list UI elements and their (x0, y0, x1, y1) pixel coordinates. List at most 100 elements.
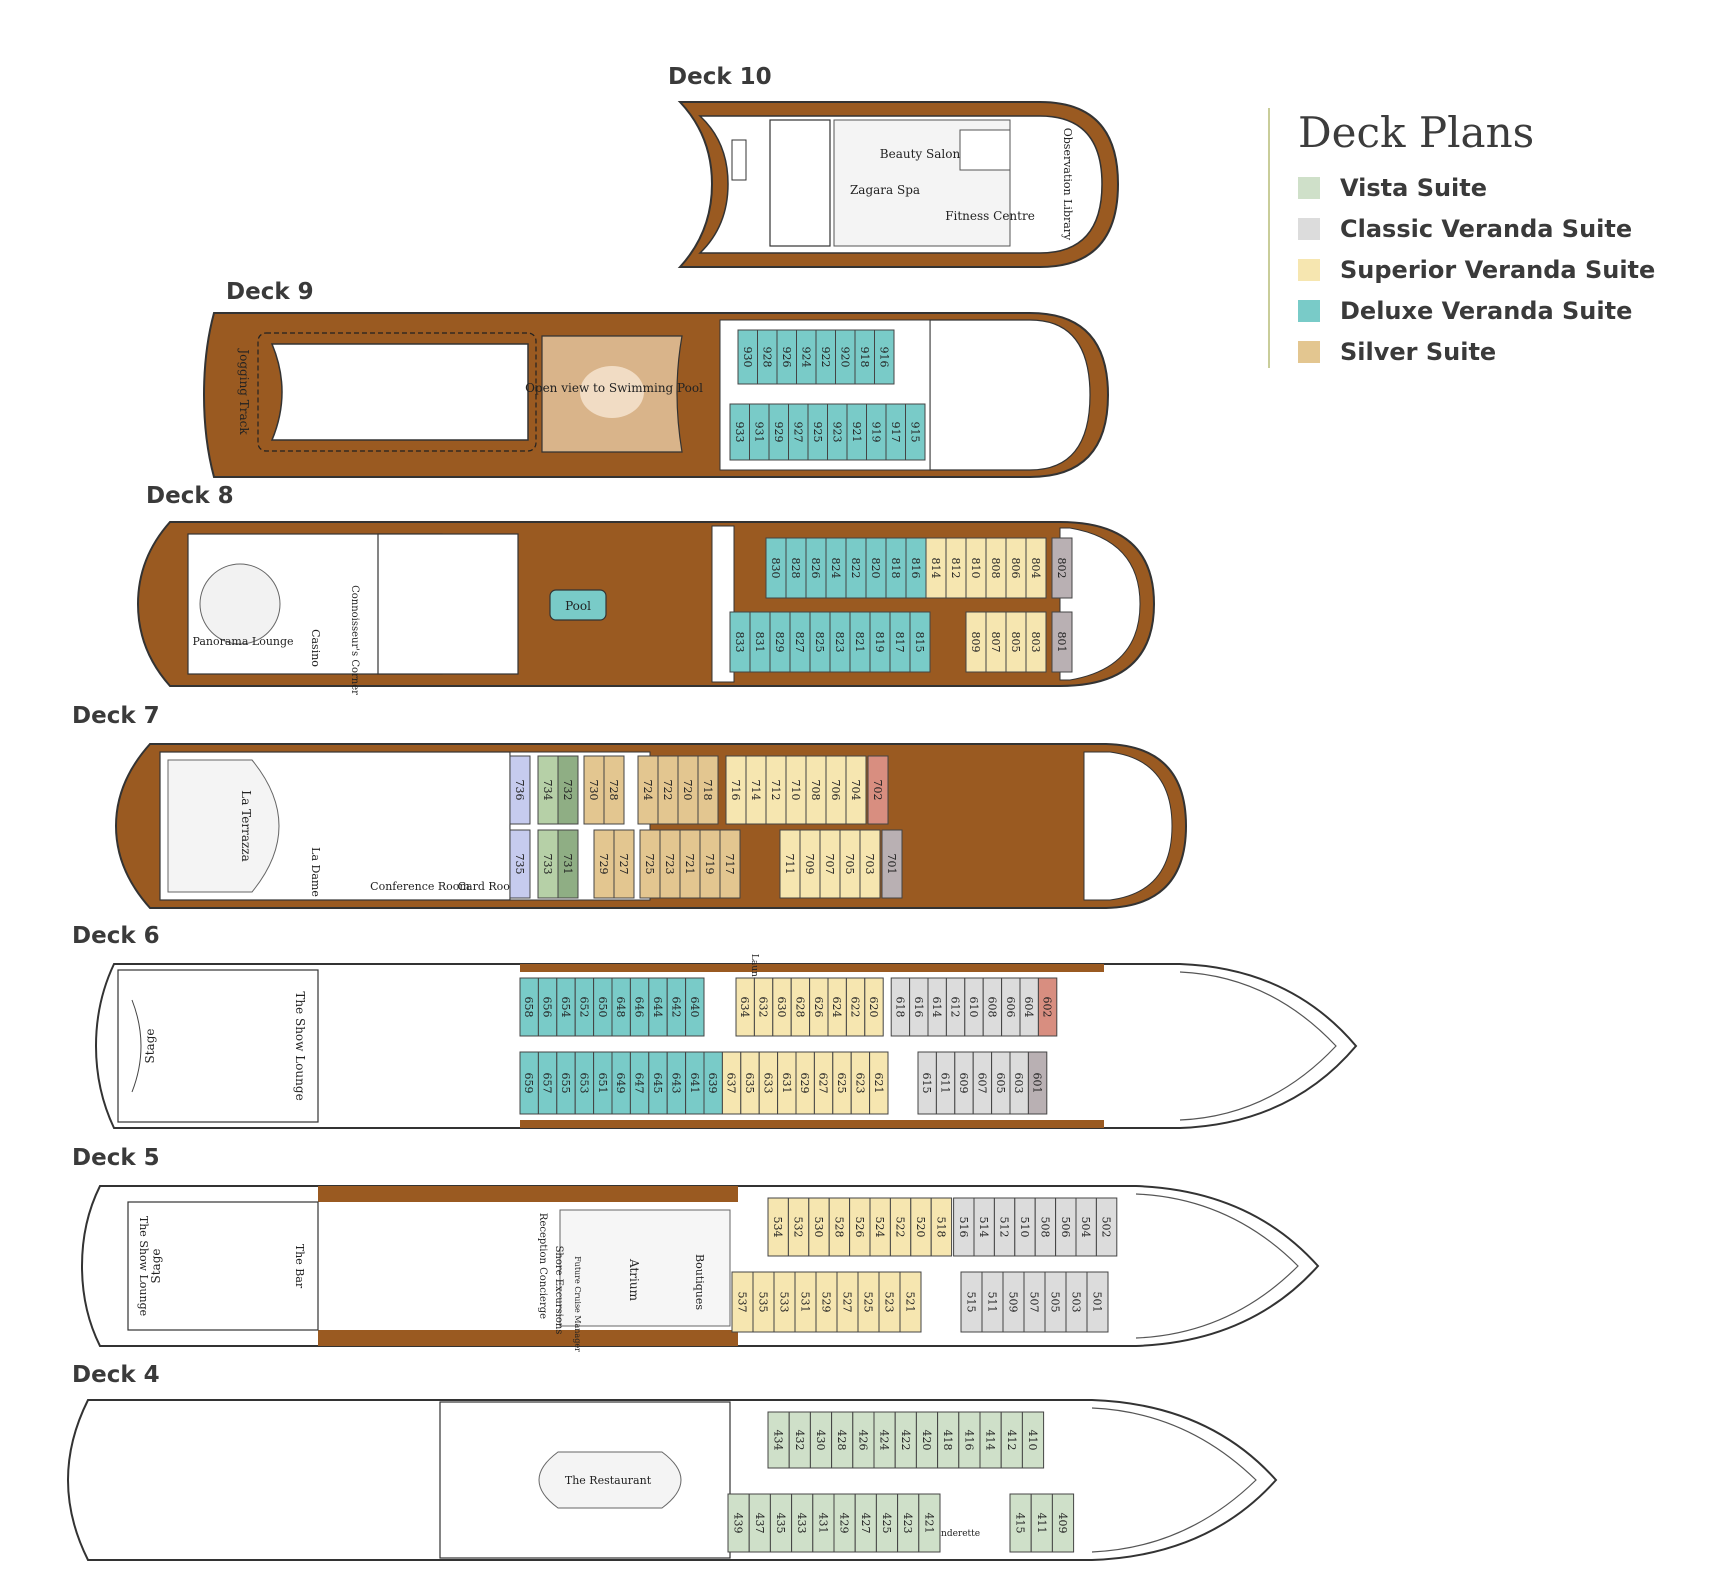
cabin-416[interactable]: 416 (958, 1411, 981, 1469)
cabin-502[interactable]: 502 (1095, 1197, 1118, 1257)
cabin-537[interactable]: 537 (731, 1271, 754, 1333)
cabin-421[interactable]: 421 (918, 1493, 941, 1553)
cabin-434[interactable]: 434 (767, 1411, 790, 1469)
cabin-522[interactable]: 522 (889, 1197, 912, 1257)
cabin-412[interactable]: 412 (1000, 1411, 1023, 1469)
cabin-706[interactable]: 706 (825, 755, 847, 825)
cabin-925[interactable]: 925 (807, 403, 828, 461)
cabin-803[interactable]: 803 (1025, 611, 1047, 673)
cabin-825[interactable]: 825 (809, 611, 831, 673)
cabin-641[interactable]: 641 (685, 1051, 705, 1115)
cabin-414[interactable]: 414 (979, 1411, 1002, 1469)
cabin-810[interactable]: 810 (965, 537, 987, 599)
cabin-658[interactable]: 658 (519, 977, 539, 1037)
cabin-616[interactable]: 616 (909, 977, 929, 1037)
cabin-921[interactable]: 921 (846, 403, 867, 461)
cabin-802[interactable]: 802 (1051, 537, 1073, 599)
cabin-821[interactable]: 821 (849, 611, 871, 673)
cabin-831[interactable]: 831 (749, 611, 771, 673)
cabin-805[interactable]: 805 (1005, 611, 1027, 673)
cabin-627[interactable]: 627 (813, 1051, 834, 1115)
cabin-418[interactable]: 418 (937, 1411, 960, 1469)
cabin-923[interactable]: 923 (827, 403, 848, 461)
cabin-510[interactable]: 510 (1014, 1197, 1036, 1257)
cabin-431[interactable]: 431 (812, 1493, 835, 1553)
cabin-916[interactable]: 916 (874, 329, 895, 385)
cabin-820[interactable]: 820 (865, 537, 887, 599)
cabin-731[interactable]: 731 (557, 829, 579, 899)
cabin-611[interactable]: 611 (935, 1051, 956, 1115)
cabin-710[interactable]: 710 (785, 755, 807, 825)
cabin-651[interactable]: 651 (593, 1051, 613, 1115)
cabin-808[interactable]: 808 (985, 537, 1007, 599)
cabin-828[interactable]: 828 (785, 537, 807, 599)
cabin-829[interactable]: 829 (769, 611, 791, 673)
cabin-725[interactable]: 725 (639, 829, 661, 899)
cabin-610[interactable]: 610 (964, 977, 984, 1037)
cabin-503[interactable]: 503 (1065, 1271, 1088, 1333)
cabin-640[interactable]: 640 (685, 977, 705, 1037)
cabin-735[interactable]: 735 (509, 829, 531, 899)
cabin-533[interactable]: 533 (773, 1271, 796, 1333)
cabin-415[interactable]: 415 (1009, 1493, 1032, 1553)
cabin-439[interactable]: 439 (727, 1493, 750, 1553)
cabin-918[interactable]: 918 (854, 329, 875, 385)
cabin-515[interactable]: 515 (960, 1271, 983, 1333)
cabin-818[interactable]: 818 (885, 537, 907, 599)
cabin-426[interactable]: 426 (852, 1411, 875, 1469)
cabin-729[interactable]: 729 (593, 829, 615, 899)
cabin-409[interactable]: 409 (1051, 1493, 1075, 1553)
cabin-512[interactable]: 512 (993, 1197, 1016, 1257)
cabin-523[interactable]: 523 (878, 1271, 901, 1333)
cabin-722[interactable]: 722 (657, 755, 679, 825)
cabin-814[interactable]: 814 (925, 537, 947, 599)
cabin-430[interactable]: 430 (809, 1411, 833, 1469)
cabin-501[interactable]: 501 (1086, 1271, 1109, 1333)
cabin-644[interactable]: 644 (648, 977, 668, 1037)
cabin-614[interactable]: 614 (927, 977, 947, 1037)
cabin-650[interactable]: 650 (593, 977, 613, 1037)
cabin-917[interactable]: 917 (885, 403, 906, 461)
cabin-423[interactable]: 423 (897, 1493, 920, 1553)
cabin-702[interactable]: 702 (867, 755, 889, 825)
cabin-639[interactable]: 639 (703, 1051, 723, 1115)
cabin-609[interactable]: 609 (954, 1051, 974, 1115)
cabin-505[interactable]: 505 (1044, 1271, 1067, 1333)
cabin-511[interactable]: 511 (981, 1271, 1004, 1333)
cabin-933[interactable]: 933 (729, 403, 750, 461)
cabin-647[interactable]: 647 (629, 1051, 650, 1115)
cabin-928[interactable]: 928 (757, 329, 778, 385)
cabin-819[interactable]: 819 (869, 611, 891, 673)
cabin-607[interactable]: 607 (972, 1051, 993, 1115)
cabin-521[interactable]: 521 (899, 1271, 922, 1333)
cabin-531[interactable]: 531 (794, 1271, 817, 1333)
cabin-608[interactable]: 608 (982, 977, 1003, 1037)
cabin-534[interactable]: 534 (767, 1197, 789, 1257)
cabin-659[interactable]: 659 (519, 1051, 539, 1115)
cabin-927[interactable]: 927 (788, 403, 809, 461)
cabin-824[interactable]: 824 (825, 537, 847, 599)
cabin-930[interactable]: 930 (737, 329, 758, 385)
cabin-427[interactable]: 427 (854, 1493, 877, 1553)
cabin-620[interactable]: 620 (864, 977, 884, 1037)
cabin-926[interactable]: 926 (776, 329, 797, 385)
cabin-535[interactable]: 535 (752, 1271, 775, 1333)
cabin-804[interactable]: 804 (1025, 537, 1047, 599)
cabin-422[interactable]: 422 (894, 1411, 917, 1469)
cabin-816[interactable]: 816 (905, 537, 927, 599)
cabin-621[interactable]: 621 (869, 1051, 889, 1115)
cabin-649[interactable]: 649 (611, 1051, 631, 1115)
cabin-922[interactable]: 922 (815, 329, 836, 385)
cabin-618[interactable]: 618 (890, 977, 911, 1037)
cabin-815[interactable]: 815 (909, 611, 931, 673)
cabin-632[interactable]: 632 (753, 977, 774, 1037)
cabin-806[interactable]: 806 (1005, 537, 1027, 599)
cabin-716[interactable]: 716 (725, 755, 747, 825)
cabin-525[interactable]: 525 (857, 1271, 880, 1333)
cabin-642[interactable]: 642 (666, 977, 687, 1037)
cabin-704[interactable]: 704 (845, 755, 867, 825)
cabin-606[interactable]: 606 (1001, 977, 1021, 1037)
cabin-712[interactable]: 712 (765, 755, 787, 825)
cabin-730[interactable]: 730 (583, 755, 605, 825)
cabin-701[interactable]: 701 (881, 829, 903, 899)
